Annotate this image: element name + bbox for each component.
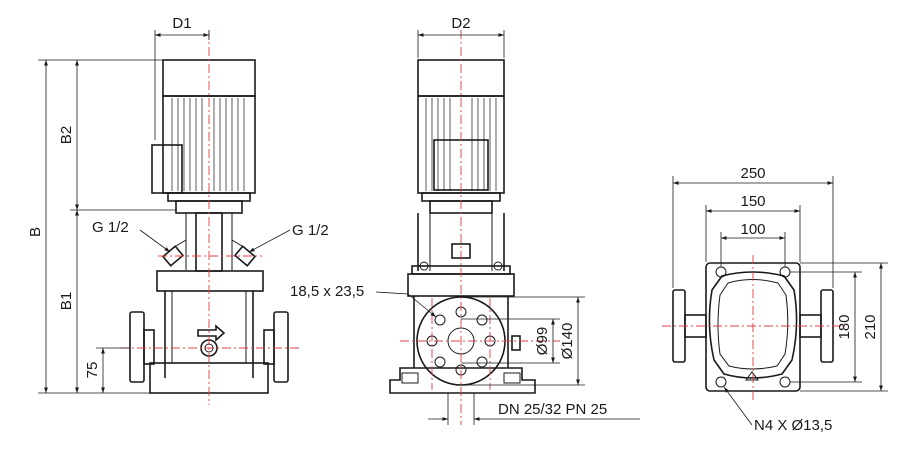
suction-flange — [129, 311, 145, 383]
dim-180-label: 180 — [836, 314, 853, 339]
base-plan-view — [662, 255, 845, 400]
slot-size-label: 18,5 x 23,5 — [290, 283, 364, 300]
side-drain-plug — [511, 335, 521, 351]
side-view — [389, 30, 560, 425]
vent-thread-right-label: G 1/2 — [292, 222, 329, 239]
pump-foot-outline — [708, 271, 798, 379]
vent-thread-left-label: G 1/2 — [92, 219, 129, 236]
vent-plug-right — [231, 239, 257, 267]
plan-dimensions: 250 150 100 180 210 N4 X Ø13,5 — [672, 165, 888, 434]
dim-d1-label: D1 — [172, 15, 191, 32]
dim-b2-label: B2 — [58, 126, 75, 144]
dim-d2-label: D2 — [451, 15, 470, 32]
front-dimensions: D1 B B2 B1 75 G 1/2 G 1/2 — [27, 15, 329, 394]
pump-head — [156, 270, 264, 292]
dim-b-label: B — [27, 227, 44, 237]
discharge-flange — [273, 311, 289, 383]
dim-210-label: 210 — [862, 314, 879, 339]
dim-dia99-label: Ø99 — [534, 327, 551, 355]
suction-neck — [143, 329, 155, 365]
flow-direction-arrow — [197, 324, 226, 342]
dim-250-label: 250 — [740, 165, 765, 182]
side-terminal-box — [433, 139, 489, 191]
side-base — [389, 367, 536, 394]
terminal-box — [151, 144, 183, 194]
side-dimensions: D2 18,5 x 23,5 Ø99 Ø140 DN 25/32 PN 25 — [290, 15, 640, 425]
vent-plug-left — [161, 239, 187, 267]
dim-150-label: 150 — [740, 193, 765, 210]
front-view — [120, 30, 300, 405]
side-motor-fins — [425, 98, 497, 191]
nominal-diameter-label: DN 25/32 PN 25 — [498, 401, 607, 418]
discharge-neck — [263, 329, 275, 365]
dim-75-label: 75 — [84, 362, 101, 379]
dim-100-label: 100 — [740, 221, 765, 238]
plan-drain-marker — [745, 371, 759, 381]
dim-dia140-label: Ø140 — [559, 323, 576, 360]
mounting-holes-label: N4 X Ø13,5 — [754, 417, 832, 434]
dim-b1-label: B1 — [58, 292, 75, 310]
motor-cooling-fins — [171, 98, 245, 191]
